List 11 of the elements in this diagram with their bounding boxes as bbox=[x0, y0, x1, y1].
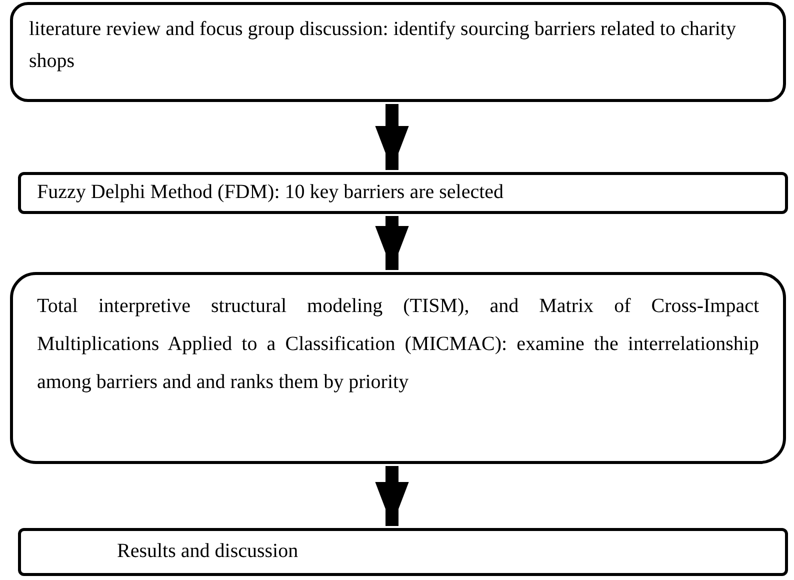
step-text: literature review and focus group discussion: identify sourcing barriers related to charity shops bbox=[28, 17, 737, 74]
block-arrow bbox=[375, 104, 409, 170]
process-box bbox=[18, 528, 788, 576]
block-arrow bbox=[375, 216, 409, 270]
process-box bbox=[10, 272, 786, 464]
step-text: Results and discussion bbox=[116, 539, 300, 564]
step-text: Fuzzy Delphi Method (FDM): 10 key barriers are selected bbox=[36, 180, 505, 205]
process-box bbox=[18, 172, 788, 214]
block-arrow bbox=[375, 466, 409, 526]
process-box bbox=[10, 2, 786, 102]
step-text: Total interpretive structural modeling (TISM), and Matrix of Cross-Impact Multiplications Applied to a Classification (MICMAC): examine the interrelationship among barriers and and ranks them by priority bbox=[36, 294, 760, 395]
